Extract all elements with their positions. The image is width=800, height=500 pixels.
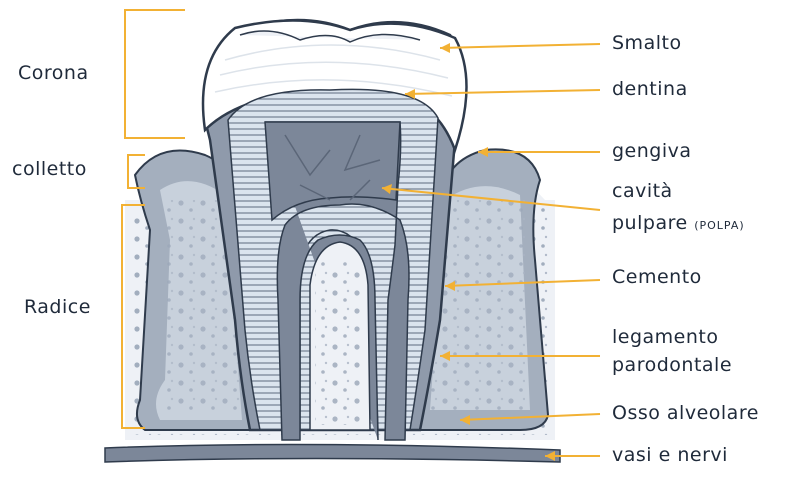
crown-top-fissure xyxy=(239,30,421,43)
label-dentina: dentina xyxy=(612,78,688,100)
label-osso: Osso alveolare xyxy=(612,402,759,424)
label-polpa: (POLPA) xyxy=(694,219,745,232)
pulp-chamber-body xyxy=(264,121,401,222)
label-pulpare-text: pulpare xyxy=(612,212,688,234)
label-vasi: vasi e nervi xyxy=(612,444,728,466)
inter-root-dots xyxy=(315,260,365,425)
section-label-corona: Corona xyxy=(18,62,89,84)
vessels-nerves-band xyxy=(104,443,561,463)
section-label-colletto: colletto xyxy=(12,158,87,180)
label-pulpare: pulpare (POLPA) xyxy=(612,212,745,237)
label-cemento: Cemento xyxy=(612,266,702,288)
section-label-radice: Radice xyxy=(24,296,91,318)
label-cavita: cavità xyxy=(612,180,673,202)
bracket-radice xyxy=(121,204,145,429)
pulp-vessels xyxy=(284,134,381,201)
label-legamento: legamento xyxy=(612,326,719,348)
label-smalto: Smalto xyxy=(612,32,682,54)
label-gengiva: gengiva xyxy=(612,140,692,162)
leader-arrowheads xyxy=(382,43,555,461)
enamel-lines xyxy=(214,44,453,97)
label-parodontale: parodontale xyxy=(612,354,733,376)
leader-lines xyxy=(381,43,601,457)
bracket-colletto xyxy=(127,154,145,189)
bracket-corona xyxy=(124,9,185,139)
